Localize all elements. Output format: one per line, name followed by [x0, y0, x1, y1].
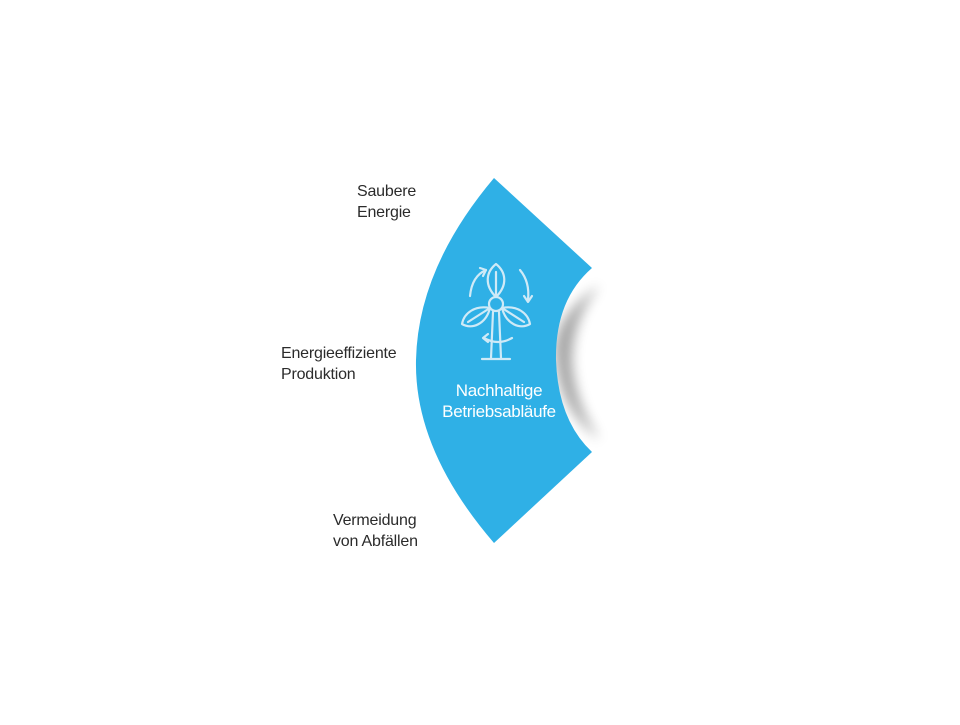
- label-clean-energy: Saubere Energie: [357, 181, 416, 223]
- blue-arc-segment: [415, 178, 592, 543]
- label-line1: Vermeidung: [333, 512, 417, 529]
- label-line2: von Abfällen: [333, 533, 418, 550]
- label-waste-avoidance: Vermeidung von Abfällen: [333, 510, 418, 552]
- label-energy-efficient-production: Energieeffiziente Produktion: [281, 343, 397, 385]
- notch-shadow: [554, 285, 600, 440]
- wind-turbine-recycle-icon: [460, 262, 534, 361]
- label-line2: Energie: [357, 204, 411, 221]
- center-title: Nachhaltige Betriebsabläufe: [420, 380, 578, 422]
- center-title-line2: Betriebsabläufe: [442, 402, 556, 421]
- label-line1: Energieeffiziente: [281, 345, 397, 362]
- label-line2: Produktion: [281, 366, 356, 383]
- center-title-line1: Nachhaltige: [455, 381, 543, 400]
- label-line1: Saubere: [357, 183, 417, 200]
